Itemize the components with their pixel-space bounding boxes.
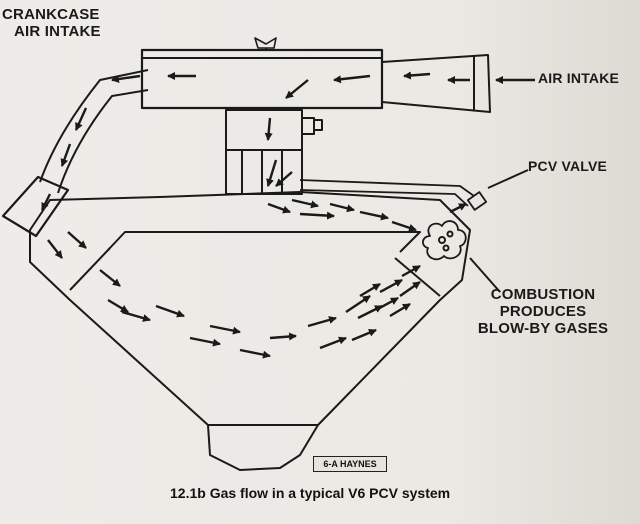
crankcase-label-line2: AIR INTAKE xyxy=(14,23,101,40)
combustion-label-line3: BLOW-BY GASES xyxy=(477,320,609,337)
crankcase-label-line1: CRANKCASE xyxy=(2,6,100,23)
throttle-body xyxy=(225,109,303,195)
air-intake-label: AIR INTAKE xyxy=(538,70,620,86)
publisher-badge: 6-A HAYNES xyxy=(313,456,387,472)
pcv-valve xyxy=(466,191,488,211)
crankcase-air-intake-label: CRANKCASE AIR INTAKE xyxy=(2,6,101,40)
combustion-label-line2: PRODUCES xyxy=(499,303,587,320)
flow-arrows xyxy=(40,71,535,359)
combustion-puff xyxy=(422,220,467,261)
left-breather-box xyxy=(1,175,70,238)
pcv-valve-label: PCV VALVE xyxy=(528,158,608,174)
breather-hose xyxy=(39,69,149,183)
pcv-hose xyxy=(299,179,475,197)
air-intake-snout xyxy=(381,54,491,113)
combustion-label: COMBUSTION PRODUCES BLOW-BY GASES xyxy=(468,286,618,337)
engine-block-outline xyxy=(29,191,471,471)
figure-caption: 12.1b Gas flow in a typical V6 PCV syste… xyxy=(170,485,451,501)
wing-nut xyxy=(254,37,277,49)
combustion-label-line1: COMBUSTION xyxy=(490,286,596,303)
engine-valley xyxy=(107,231,421,253)
